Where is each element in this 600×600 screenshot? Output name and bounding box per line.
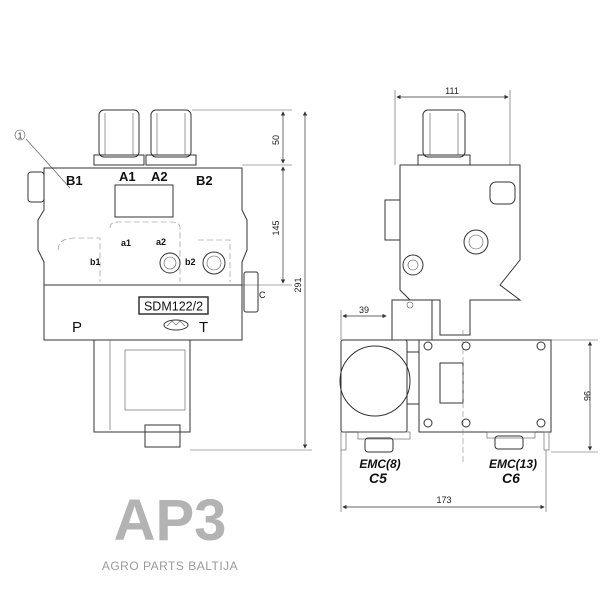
dim-173: 173 <box>436 495 451 505</box>
port-label-P: P <box>72 319 82 336</box>
dim-291: 291 <box>293 277 303 292</box>
housing-screws <box>423 341 546 428</box>
side-valve-body <box>384 164 522 336</box>
side-bottom-module <box>339 330 552 462</box>
port-label-A1: A1 <box>119 169 136 184</box>
watermark-logo: AP3 <box>114 488 227 553</box>
callout-leader <box>25 138 71 189</box>
dim-39: 39 <box>359 305 369 315</box>
connector-c6 <box>494 435 524 450</box>
port-label-C: C <box>259 290 266 300</box>
brand-logo-icon <box>163 319 189 331</box>
watermark: AP3 AGRO PARTS BALTIJA <box>102 488 238 573</box>
model-number: SDM122/2 <box>144 300 203 314</box>
port-label-a2: a2 <box>156 237 166 247</box>
callout-number: 1 <box>18 132 23 141</box>
front-dimensions: 50 145 291 <box>190 109 312 451</box>
side-bolt <box>402 254 424 276</box>
port-label-T: T <box>199 319 208 336</box>
port-label-A2: A2 <box>151 169 168 184</box>
watermark-text: AGRO PARTS BALTIJA <box>102 559 238 573</box>
front-view: 1 B1 A1 A2 B2 a1 a2 b1 b2 C <box>14 109 312 451</box>
port-label-B2: B2 <box>196 173 213 188</box>
label-window <box>114 184 174 218</box>
solenoid-cap-right <box>145 109 197 166</box>
port-label-b2: b2 <box>185 257 196 267</box>
side-plug <box>27 171 45 203</box>
solenoid-cap-left <box>93 109 145 166</box>
port-label-b1: b1 <box>90 257 101 267</box>
side-port-fitting <box>463 229 489 255</box>
coil-circle <box>339 345 411 417</box>
port-c-fitting <box>243 271 259 313</box>
dim-96: 96 <box>582 391 592 401</box>
connector-c6-type: EMC(13) <box>489 457 537 471</box>
connector-c5 <box>364 437 394 453</box>
connector-c5-type: EMC(8) <box>359 457 400 471</box>
port-a2-fitting <box>159 252 181 274</box>
side-view: EMC(8) C5 EMC(13) C6 111 39 96 173 <box>339 86 598 512</box>
dim-111: 111 <box>445 86 459 96</box>
callout-circle <box>14 129 26 141</box>
dim-145: 145 <box>271 220 281 235</box>
model-plate <box>138 296 209 315</box>
port-b2-fitting <box>202 251 226 275</box>
front-bottom-module <box>93 339 191 448</box>
port-label-a1: a1 <box>121 238 131 248</box>
connector-c5-name: C5 <box>369 470 387 486</box>
connector-c6-name: C6 <box>502 470 520 486</box>
electronics-housing <box>418 339 552 433</box>
dim-50: 50 <box>271 135 281 145</box>
side-solenoid-cap <box>417 109 471 166</box>
side-dimensions: 111 39 96 173 <box>340 86 598 512</box>
port-label-B1: B1 <box>66 173 83 188</box>
